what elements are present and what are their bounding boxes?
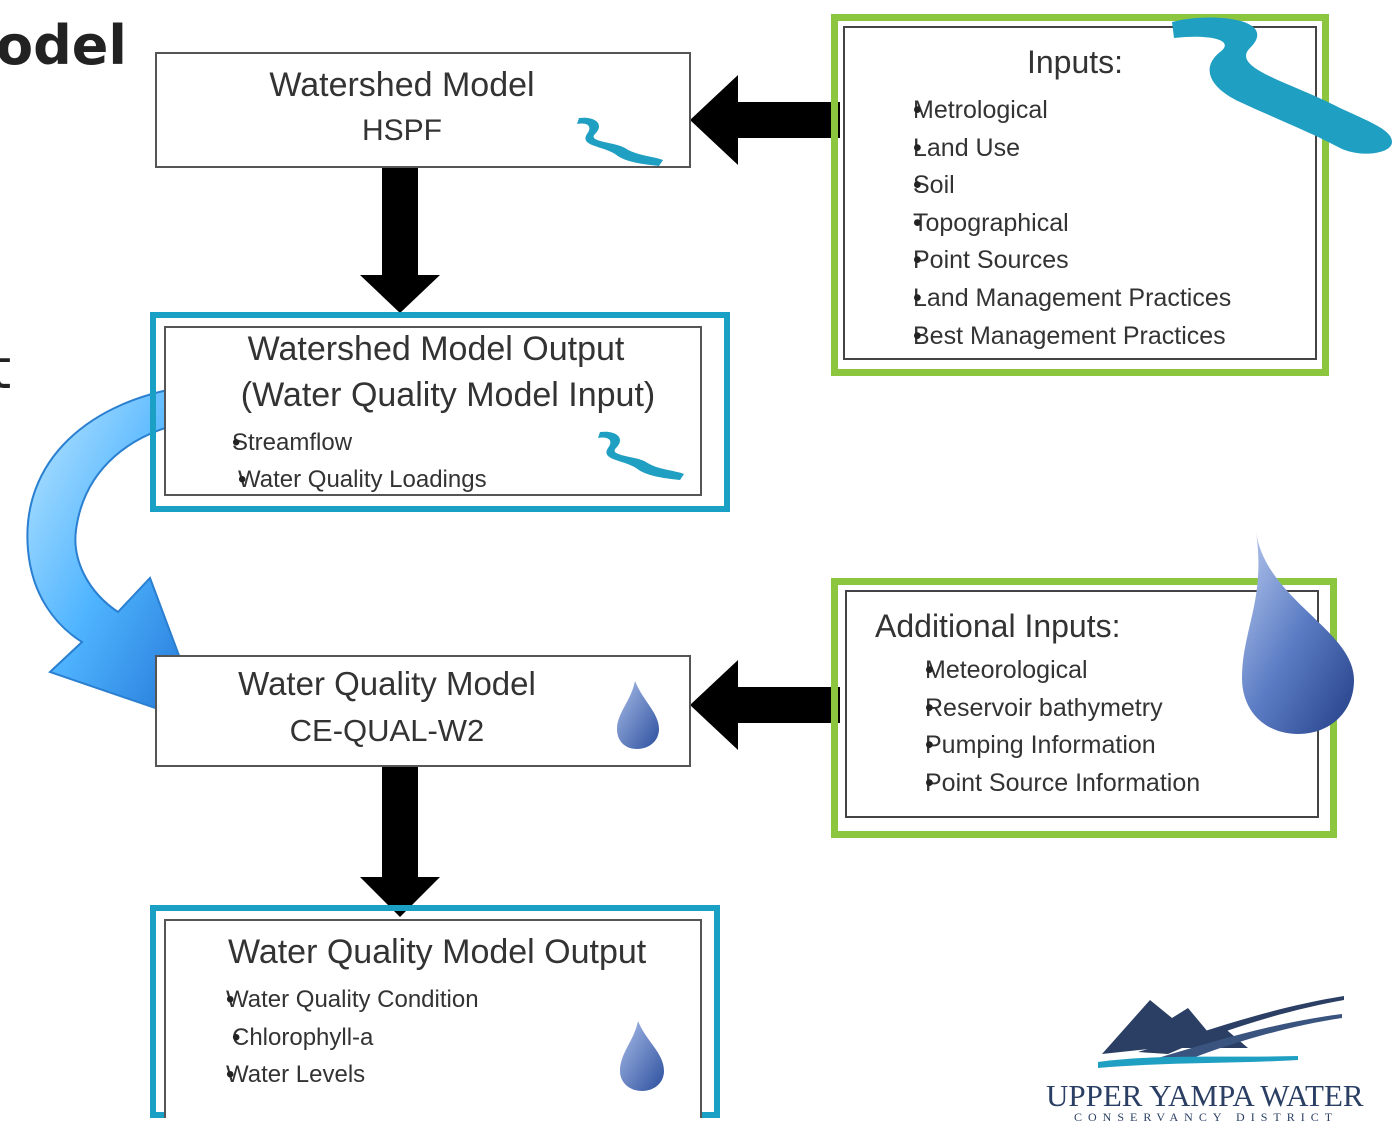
slide-title-fragment: odel — [0, 14, 127, 77]
watershed-output-list: Streamflow Water Quality Loadings — [184, 424, 487, 498]
water-drop-icon — [620, 1021, 664, 1091]
watershed-output-frame — [150, 312, 730, 512]
list-item: Meteorological — [873, 652, 1200, 690]
water-quality-output-title: Water Quality Model Output — [228, 933, 647, 971]
additional-inputs-box: Additional Inputs: Meteorological Reserv… — [845, 590, 1319, 818]
watershed-output-title-2: (Water Quality Model Input) — [240, 376, 656, 414]
watershed-output-title-1: Watershed Model Output — [247, 330, 625, 368]
inputs-title: Inputs: — [1026, 44, 1124, 80]
logo-name: UPPER YAMPA WATER — [1046, 1078, 1364, 1113]
water-quality-output-box: Water Quality Model Output Water Quality… — [164, 919, 702, 1118]
list-item: Streamflow — [184, 424, 487, 461]
watershed-model-box: Watershed Model HSPF — [155, 52, 691, 168]
stream-icon — [577, 117, 663, 166]
list-item: Water Levels — [176, 1056, 479, 1094]
additional-inputs-title: Additional Inputs: — [875, 608, 1121, 644]
mountain-logo-icon — [1098, 996, 1344, 1068]
inputs-list: Metrological Land Use Soil Topographical… — [869, 92, 1231, 355]
water-quality-model-box: Water Quality Model CE-QUAL-W2 — [155, 655, 691, 767]
watershed-output-box: Watershed Model Output (Water Quality Mo… — [164, 326, 702, 498]
stream-icon — [1172, 17, 1392, 154]
water-quality-model-subtitle: CE-QUAL-W2 — [289, 713, 485, 748]
flow-arrow-icon — [26, 384, 207, 727]
list-item: Soil — [869, 167, 1231, 205]
down-arrow-2 — [360, 765, 440, 917]
slide-text-fragment: t — [0, 338, 12, 401]
list-item: Metrological — [869, 92, 1231, 130]
water-drop-icon — [1242, 532, 1354, 734]
list-item: Topographical — [869, 205, 1231, 243]
watershed-model-subtitle: HSPF — [361, 114, 442, 147]
list-item: Land Use — [869, 130, 1231, 168]
list-item: Water Quality Condition — [176, 981, 479, 1019]
list-item: Point Sources — [869, 242, 1231, 280]
inputs-frame — [831, 14, 1329, 376]
list-item: Point Source Information — [873, 765, 1200, 803]
left-arrow-1 — [690, 75, 840, 165]
list-item: Land Management Practices — [869, 280, 1231, 318]
stream-icon — [598, 431, 684, 480]
water-quality-output-list: Water Quality Condition Chlorophyll-a Wa… — [176, 981, 479, 1094]
list-item: Water Quality Loadings — [184, 461, 487, 498]
list-item: Reservoir bathymetry — [873, 690, 1200, 728]
list-item: Pumping Information — [873, 727, 1200, 765]
left-arrow-2 — [690, 660, 840, 750]
list-item: Chlorophyll-a — [176, 1019, 479, 1057]
list-item: Best Management Practices — [869, 318, 1231, 356]
water-drop-icon — [617, 681, 659, 749]
watershed-model-title: Watershed Model — [269, 66, 535, 104]
water-quality-model-title: Water Quality Model — [238, 665, 536, 702]
down-arrow-1 — [360, 165, 440, 313]
additional-inputs-list: Meteorological Reservoir bathymetry Pump… — [873, 652, 1200, 802]
